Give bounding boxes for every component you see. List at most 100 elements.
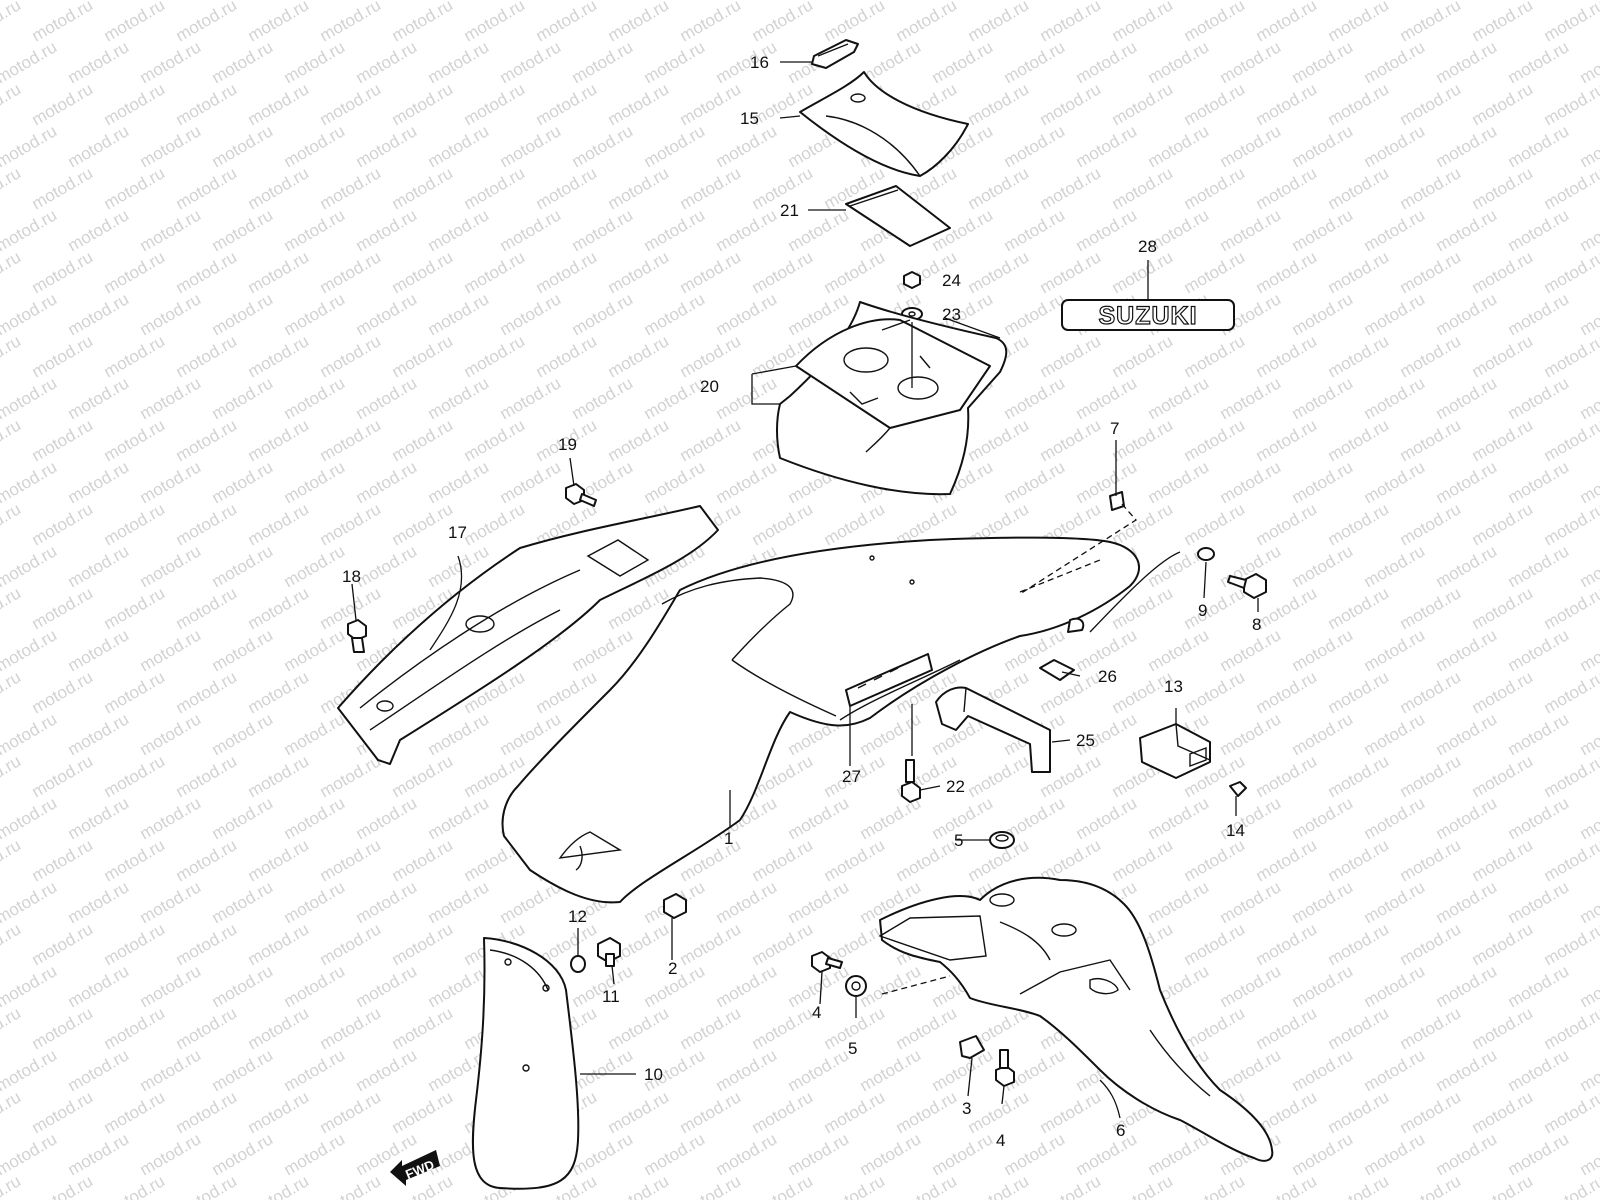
watermark-text: motod.ru xyxy=(749,1003,817,1053)
watermark-text: motod.ru xyxy=(641,457,709,507)
watermark-text: motod.ru xyxy=(1037,415,1105,465)
watermark-text: motod.ru xyxy=(497,457,565,507)
watermark-text: motod.ru xyxy=(1325,667,1393,717)
callout-2: 2 xyxy=(668,959,677,978)
watermark-text: motod.ru xyxy=(1181,415,1249,465)
watermark-text: motod.ru xyxy=(1001,457,1069,507)
watermark-text: motod.ru xyxy=(1253,835,1321,885)
watermark-text: motod.ru xyxy=(173,583,241,633)
watermark-text: motod.ru xyxy=(1541,79,1600,129)
part-28-emblem: SUZUKI xyxy=(1061,299,1235,331)
watermark-text: motod.ru xyxy=(1433,457,1501,507)
watermark-text: motod.ru xyxy=(0,289,60,339)
watermark-text: motod.ru xyxy=(1325,163,1393,213)
watermark-text: motod.ru xyxy=(1505,457,1573,507)
watermark-text: motod.ru xyxy=(1433,1129,1501,1179)
watermark-text: motod.ru xyxy=(0,457,60,507)
watermark-text: motod.ru xyxy=(353,457,421,507)
watermark-text: motod.ru xyxy=(65,457,133,507)
watermark-text: motod.ru xyxy=(1361,205,1429,255)
watermark-text: motod.ru xyxy=(1253,751,1321,801)
watermark-text: motod.ru xyxy=(101,919,169,969)
watermark-text: motod.ru xyxy=(1397,163,1465,213)
watermark-text: motod.ru xyxy=(137,289,205,339)
watermark-text: motod.ru xyxy=(1469,583,1537,633)
watermark-text: motod.ru xyxy=(1505,793,1573,843)
watermark-text: motod.ru xyxy=(1001,373,1069,423)
part-7-clip xyxy=(1019,491,1137,595)
watermark-text: motod.ru xyxy=(1145,457,1213,507)
watermark-text: motod.ru xyxy=(425,373,493,423)
callout-23: 23 xyxy=(942,305,961,324)
watermark-text: motod.ru xyxy=(353,121,421,171)
watermark-text: motod.ru xyxy=(1469,1003,1537,1053)
watermark-text: motod.ru xyxy=(1001,37,1069,87)
watermark-text: motod.ru xyxy=(461,0,529,45)
watermark-text: motod.ru xyxy=(1037,667,1105,717)
watermark-text: motod.ru xyxy=(389,751,457,801)
watermark-text: motod.ru xyxy=(1469,919,1537,969)
watermark-text: motod.ru xyxy=(893,0,961,45)
watermark-text: motod.ru xyxy=(1253,163,1321,213)
watermark-text: motod.ru xyxy=(353,37,421,87)
watermark-text: motod.ru xyxy=(1289,541,1357,591)
watermark-text: motod.ru xyxy=(353,961,421,1011)
watermark-text: motod.ru xyxy=(173,667,241,717)
watermark-text: motod.ru xyxy=(1541,0,1600,45)
watermark-text: motod.ru xyxy=(1361,793,1429,843)
watermark-text: motod.ru xyxy=(1145,625,1213,675)
watermark-text: motod.ru xyxy=(605,163,673,213)
watermark-text: motod.ru xyxy=(713,37,781,87)
watermark-text: motod.ru xyxy=(281,373,349,423)
callout-19: 19 xyxy=(558,435,577,454)
watermark-text: motod.ru xyxy=(1181,667,1249,717)
callout-15: 15 xyxy=(740,109,759,128)
part-16-strap xyxy=(811,39,859,69)
watermark-text: motod.ru xyxy=(0,163,24,213)
callout-27: 27 xyxy=(842,767,861,786)
watermark-text: motod.ru xyxy=(713,1129,781,1179)
watermark-text: motod.ru xyxy=(1217,709,1285,759)
watermark-text: motod.ru xyxy=(65,961,133,1011)
watermark-text: motod.ru xyxy=(425,793,493,843)
watermark-text: motod.ru xyxy=(1289,1129,1357,1179)
watermark-text: motod.ru xyxy=(0,37,60,87)
watermark-text: motod.ru xyxy=(1289,1045,1357,1095)
watermark-text: motod.ru xyxy=(965,415,1033,465)
watermark-text: motod.ru xyxy=(173,751,241,801)
watermark-text: motod.ru xyxy=(497,289,565,339)
watermark-text: motod.ru xyxy=(713,457,781,507)
watermark-text: motod.ru xyxy=(281,1129,349,1179)
watermark-text: motod.ru xyxy=(605,1171,673,1200)
part-17-side-cover xyxy=(337,505,719,765)
watermark-text: motod.ru xyxy=(173,1087,241,1137)
watermark-text: motod.ru xyxy=(65,541,133,591)
watermark-text: motod.ru xyxy=(245,835,313,885)
watermark-text: motod.ru xyxy=(389,79,457,129)
watermark-text: motod.ru xyxy=(209,37,277,87)
watermark-text: motod.ru xyxy=(101,835,169,885)
watermark-text: motod.ru xyxy=(29,1171,97,1200)
watermark-text: motod.ru xyxy=(1541,1003,1600,1053)
watermark-text: motod.ru xyxy=(1505,37,1573,87)
watermark-text: motod.ru xyxy=(965,79,1033,129)
part-12-washer xyxy=(570,955,586,973)
watermark-text: motod.ru xyxy=(65,793,133,843)
watermark-text: motod.ru xyxy=(1001,205,1069,255)
watermark-text: motod.ru xyxy=(0,919,24,969)
watermark-text: motod.ru xyxy=(353,877,421,927)
watermark-text: motod.ru xyxy=(1361,289,1429,339)
watermark-text: motod.ru xyxy=(533,0,601,45)
watermark-text: motod.ru xyxy=(317,835,385,885)
part-14-screw xyxy=(1229,781,1247,797)
watermark-text: motod.ru xyxy=(821,247,889,297)
watermark-text: motod.ru xyxy=(1073,793,1141,843)
watermark-text: motod.ru xyxy=(1433,541,1501,591)
watermark-text: motod.ru xyxy=(0,625,60,675)
watermark-text: motod.ru xyxy=(1361,877,1429,927)
watermark-text: motod.ru xyxy=(1505,289,1573,339)
part-3-clip xyxy=(959,1035,985,1059)
watermark-text: motod.ru xyxy=(209,205,277,255)
watermark-text: motod.ru xyxy=(281,289,349,339)
watermark-text: motod.ru xyxy=(209,541,277,591)
